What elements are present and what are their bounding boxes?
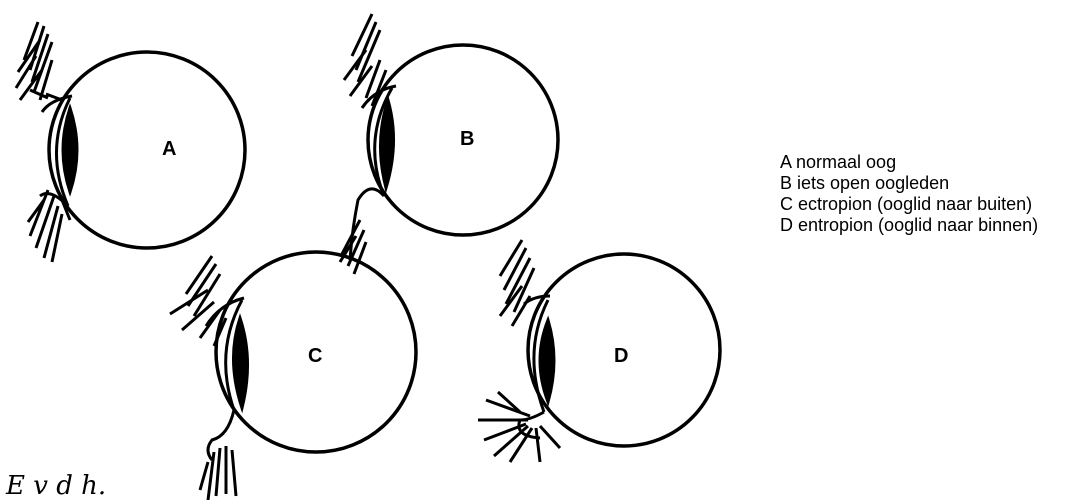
eyeball-outline (214, 250, 418, 454)
legend: A normaal oog B iets open oogleden C ect… (780, 152, 1070, 236)
eye-b: B (338, 13, 560, 275)
eye-label-c: C (308, 345, 322, 367)
eye-label-b: B (460, 128, 474, 150)
eyeball-outline (526, 252, 722, 448)
artist-signature: E v d h. (5, 471, 106, 500)
upper-lid (204, 296, 245, 327)
eye-a: A (14, 21, 247, 263)
upper-lashes (342, 13, 388, 107)
lower-lashes (26, 189, 72, 263)
legend-item-d: D entropion (ooglid naar binnen) (780, 215, 1039, 235)
cornea (55, 97, 72, 207)
lower-lid (206, 409, 236, 461)
lens (538, 315, 556, 407)
lens (61, 103, 79, 197)
upper-lashes (169, 255, 228, 347)
lower-lashes (338, 219, 368, 275)
cornea (373, 87, 394, 197)
upper-lid (40, 94, 73, 113)
upper-lashes (498, 239, 536, 327)
lower-lid (39, 192, 70, 208)
legend-item-c: C ectropion (ooglid naar buiten) (780, 194, 1033, 214)
legend-item-b: B iets open oogleden (780, 173, 950, 193)
eye-label-a: A (162, 138, 176, 160)
lower-lashes (198, 446, 238, 500)
lower-lashes-inward (478, 390, 562, 463)
eyeball-outline (47, 50, 247, 250)
cornea (532, 299, 550, 413)
lens (232, 313, 249, 414)
eye-label-d: D (614, 345, 628, 367)
upper-lashes (14, 21, 63, 102)
cornea (224, 299, 244, 411)
legend-item-a: A normaal oog (780, 152, 897, 172)
eye-c: C (169, 250, 418, 500)
lens (379, 94, 395, 194)
eye-d: D (478, 239, 722, 463)
eyeball-outline (366, 43, 560, 237)
